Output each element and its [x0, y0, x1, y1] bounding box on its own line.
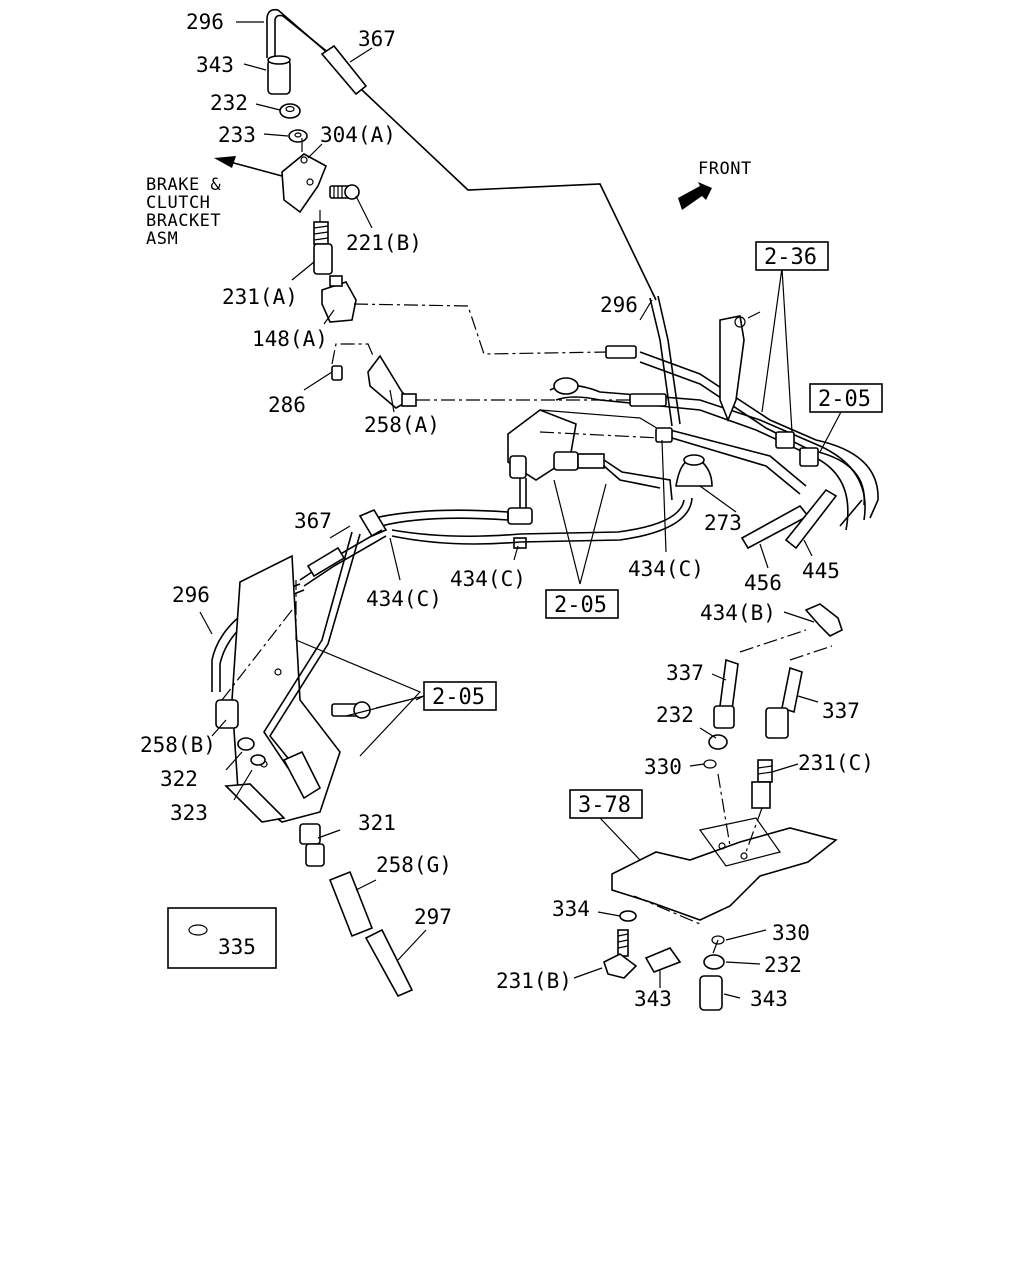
ref-box-2-05-left: 2-05 — [423, 681, 497, 711]
label-304a: 304(A) — [320, 123, 396, 147]
part-148a — [321, 275, 357, 323]
label-296-mid: 296 — [600, 293, 638, 317]
bracket-note-line4: ASM — [146, 229, 178, 249]
part-343-top — [267, 55, 291, 95]
inset-box-335: 335 — [167, 907, 277, 969]
label-221b: 221(B) — [346, 231, 422, 255]
leader-lines — [189, 21, 843, 999]
ref-box-3-78: 3-78 — [569, 789, 643, 819]
ref-box-2-05-mid: 2-05 — [545, 589, 619, 619]
cable-296-top — [266, 8, 368, 96]
label-273: 273 — [704, 511, 742, 535]
main-assembly — [507, 295, 879, 550]
label-258g: 258(G) — [376, 853, 452, 877]
label-232-mid: 232 — [656, 703, 694, 727]
label-335: 335 — [218, 935, 256, 959]
label-434c-left: 434(C) — [366, 587, 442, 611]
label-232-bot: 232 — [764, 953, 802, 977]
left-assembly — [211, 497, 693, 998]
part-231a — [313, 221, 333, 275]
label-231c: 231(C) — [798, 751, 874, 775]
label-297: 297 — [414, 905, 452, 929]
ref-box-2-05-top: 2-05 — [809, 383, 883, 413]
label-343-mid: 343 — [634, 987, 672, 1011]
label-148a: 148(A) — [252, 327, 328, 351]
part-286 — [331, 365, 343, 381]
label-334: 334 — [552, 897, 590, 921]
label-367-mid: 367 — [294, 509, 332, 533]
part-258a — [367, 354, 417, 409]
ref-2-36: 2-36 — [764, 245, 817, 270]
bracket-arrow — [214, 156, 283, 177]
label-231b: 231(B) — [496, 969, 572, 993]
ref-2-05-mid: 2-05 — [554, 593, 607, 618]
leader-205-left — [345, 695, 425, 717]
label-258a: 258(A) — [364, 413, 440, 437]
ref-3-78: 3-78 — [578, 793, 631, 818]
label-434b: 434(B) — [700, 601, 776, 625]
label-434c-right: 434(C) — [628, 557, 704, 581]
label-233: 233 — [218, 123, 256, 147]
part-233 — [288, 129, 308, 143]
leader-205-mid — [553, 479, 607, 585]
label-434c-mid: 434(C) — [450, 567, 526, 591]
ref-2-05-top: 2-05 — [818, 387, 871, 412]
bracket-note-line2: CLUTCH — [146, 193, 210, 213]
bolt-221b — [329, 184, 360, 200]
label-296-left: 296 — [172, 583, 210, 607]
o-ring-icon — [188, 924, 208, 936]
label-330-top: 330 — [644, 755, 682, 779]
front-label: FRONT — [698, 159, 752, 179]
label-323: 323 — [170, 801, 208, 825]
label-296-top: 296 — [186, 10, 224, 34]
label-231a: 231(A) — [222, 285, 298, 309]
bracket-304a — [281, 153, 328, 214]
label-330-bot: 330 — [772, 921, 810, 945]
label-258b: 258(B) — [140, 733, 216, 757]
part-232-top — [279, 103, 301, 119]
bracket-note-line3: BRACKET — [146, 211, 221, 231]
label-456: 456 — [744, 571, 782, 595]
label-367-top: 367 — [358, 27, 396, 51]
lower-right-assembly — [603, 603, 843, 1011]
front-arrow-icon — [678, 182, 712, 210]
label-343-top: 343 — [196, 53, 234, 77]
label-321: 321 — [358, 811, 396, 835]
dashline-4 — [331, 343, 375, 365]
cable-run-top — [361, 89, 657, 301]
label-286: 286 — [268, 393, 306, 417]
ref-box-2-36: 2-36 — [755, 241, 829, 271]
label-445: 445 — [802, 559, 840, 583]
label-337-left: 337 — [666, 661, 704, 685]
label-343-bot: 343 — [750, 987, 788, 1011]
label-232-top: 232 — [210, 91, 248, 115]
label-322: 322 — [160, 767, 198, 791]
ref-2-05-left: 2-05 — [432, 685, 485, 710]
dashline-3 — [353, 303, 609, 355]
label-337-right: 337 — [822, 699, 860, 723]
bracket-note-line1: BRAKE & — [146, 175, 221, 195]
